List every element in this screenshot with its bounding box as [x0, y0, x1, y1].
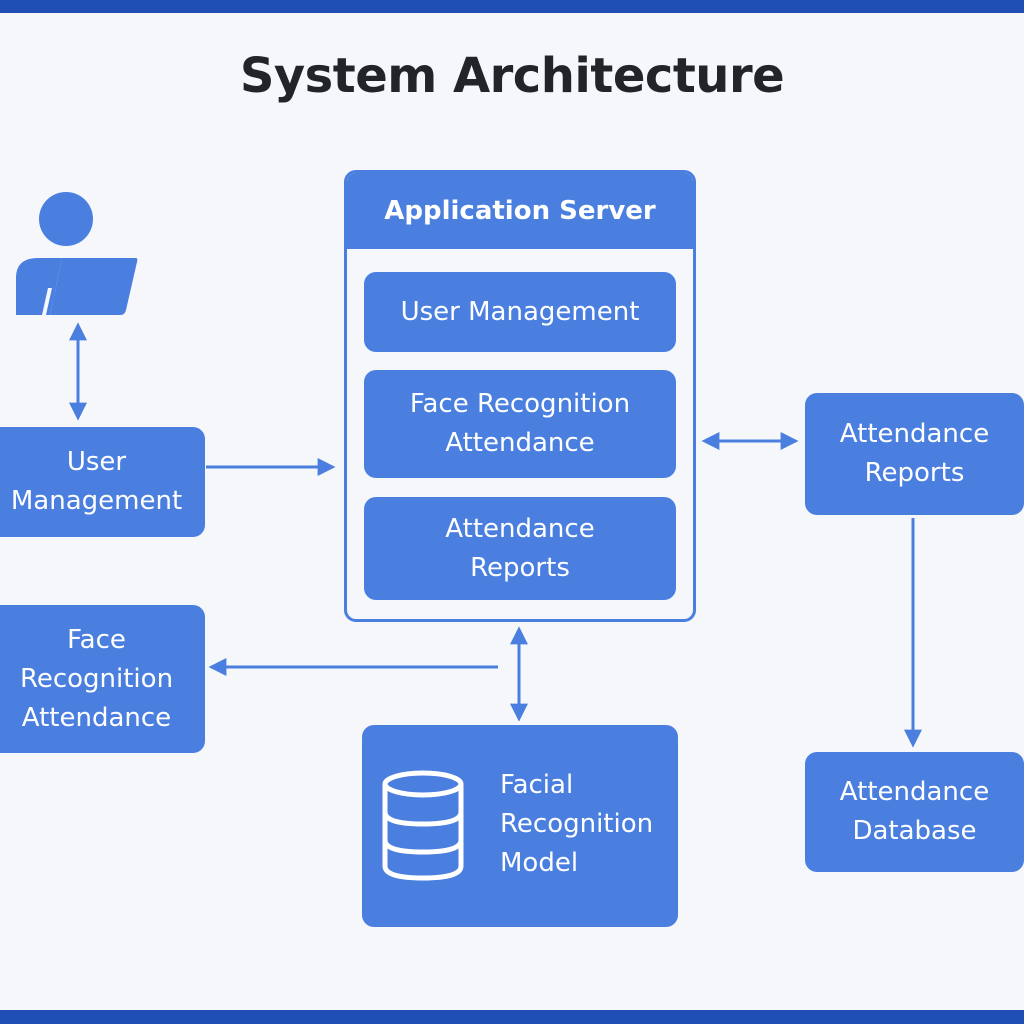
server-module-face-recognition: Face Recognition Attendance — [364, 370, 676, 478]
diagram-title: System Architecture — [239, 48, 785, 104]
database-icon — [382, 770, 464, 881]
server-header: Application Server — [347, 173, 693, 249]
server-module-user-management: User Management — [364, 272, 676, 352]
user-laptop-icon — [16, 192, 138, 315]
server-module-attendance-reports: Attendance Reports — [364, 497, 676, 600]
top-border — [0, 0, 1024, 13]
left-node-face-recognition: Face Recognition Attendance — [0, 605, 205, 753]
left-node-user-management: User Management — [0, 427, 205, 537]
right-node-attendance-database: Attendance Database — [805, 752, 1024, 872]
model-node-label: Facial Recognition Model — [500, 770, 654, 878]
right-node-attendance-reports: Attendance Reports — [805, 393, 1024, 515]
bottom-border — [0, 1010, 1024, 1024]
